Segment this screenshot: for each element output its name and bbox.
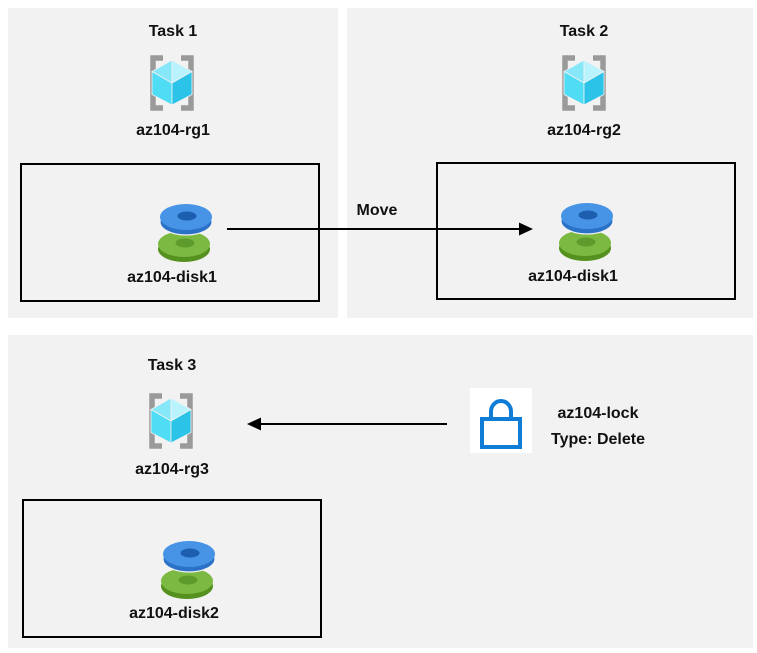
move-arrow-label: Move <box>356 202 398 219</box>
disk1-label: az104-disk1 <box>127 269 217 286</box>
disk-box-task2: az104-disk1 <box>436 162 736 300</box>
disk-icon <box>153 197 217 265</box>
rg2-label: az104-rg2 <box>547 122 621 139</box>
disk2-label: az104-disk1 <box>528 268 618 285</box>
disk3-label: az104-disk2 <box>129 605 219 622</box>
disk-icon <box>554 196 618 264</box>
lock-arrow-icon <box>247 417 447 431</box>
lock-name-label: az104-lock <box>557 405 639 422</box>
task2-title: Task 2 <box>559 23 609 40</box>
rg3-label: az104-rg3 <box>135 461 209 478</box>
resource-group-icon <box>146 54 198 112</box>
panel-task3: Task 3 az104-rg3 az104-disk2 <box>8 335 753 648</box>
task1-title: Task 1 <box>148 23 198 40</box>
panel-task1: Task 1 az104-rg1 az104-disk1 <box>8 8 338 318</box>
lock-type-label: Type: Delete <box>551 431 645 448</box>
task3-title: Task 3 <box>147 357 197 374</box>
resource-group-icon <box>145 392 197 450</box>
move-arrow-icon <box>227 222 533 236</box>
resource-group-icon <box>558 54 610 112</box>
disk-icon <box>156 534 220 602</box>
panel-task2: Task 2 az104-rg2 az104-disk1 <box>347 8 753 318</box>
disk-box-task3: az104-disk2 <box>22 499 322 638</box>
lock-annotation: az104-lock Type: Delete <box>523 401 673 453</box>
disk-box-task1: az104-disk1 <box>20 163 320 302</box>
rg1-label: az104-rg1 <box>136 122 210 139</box>
